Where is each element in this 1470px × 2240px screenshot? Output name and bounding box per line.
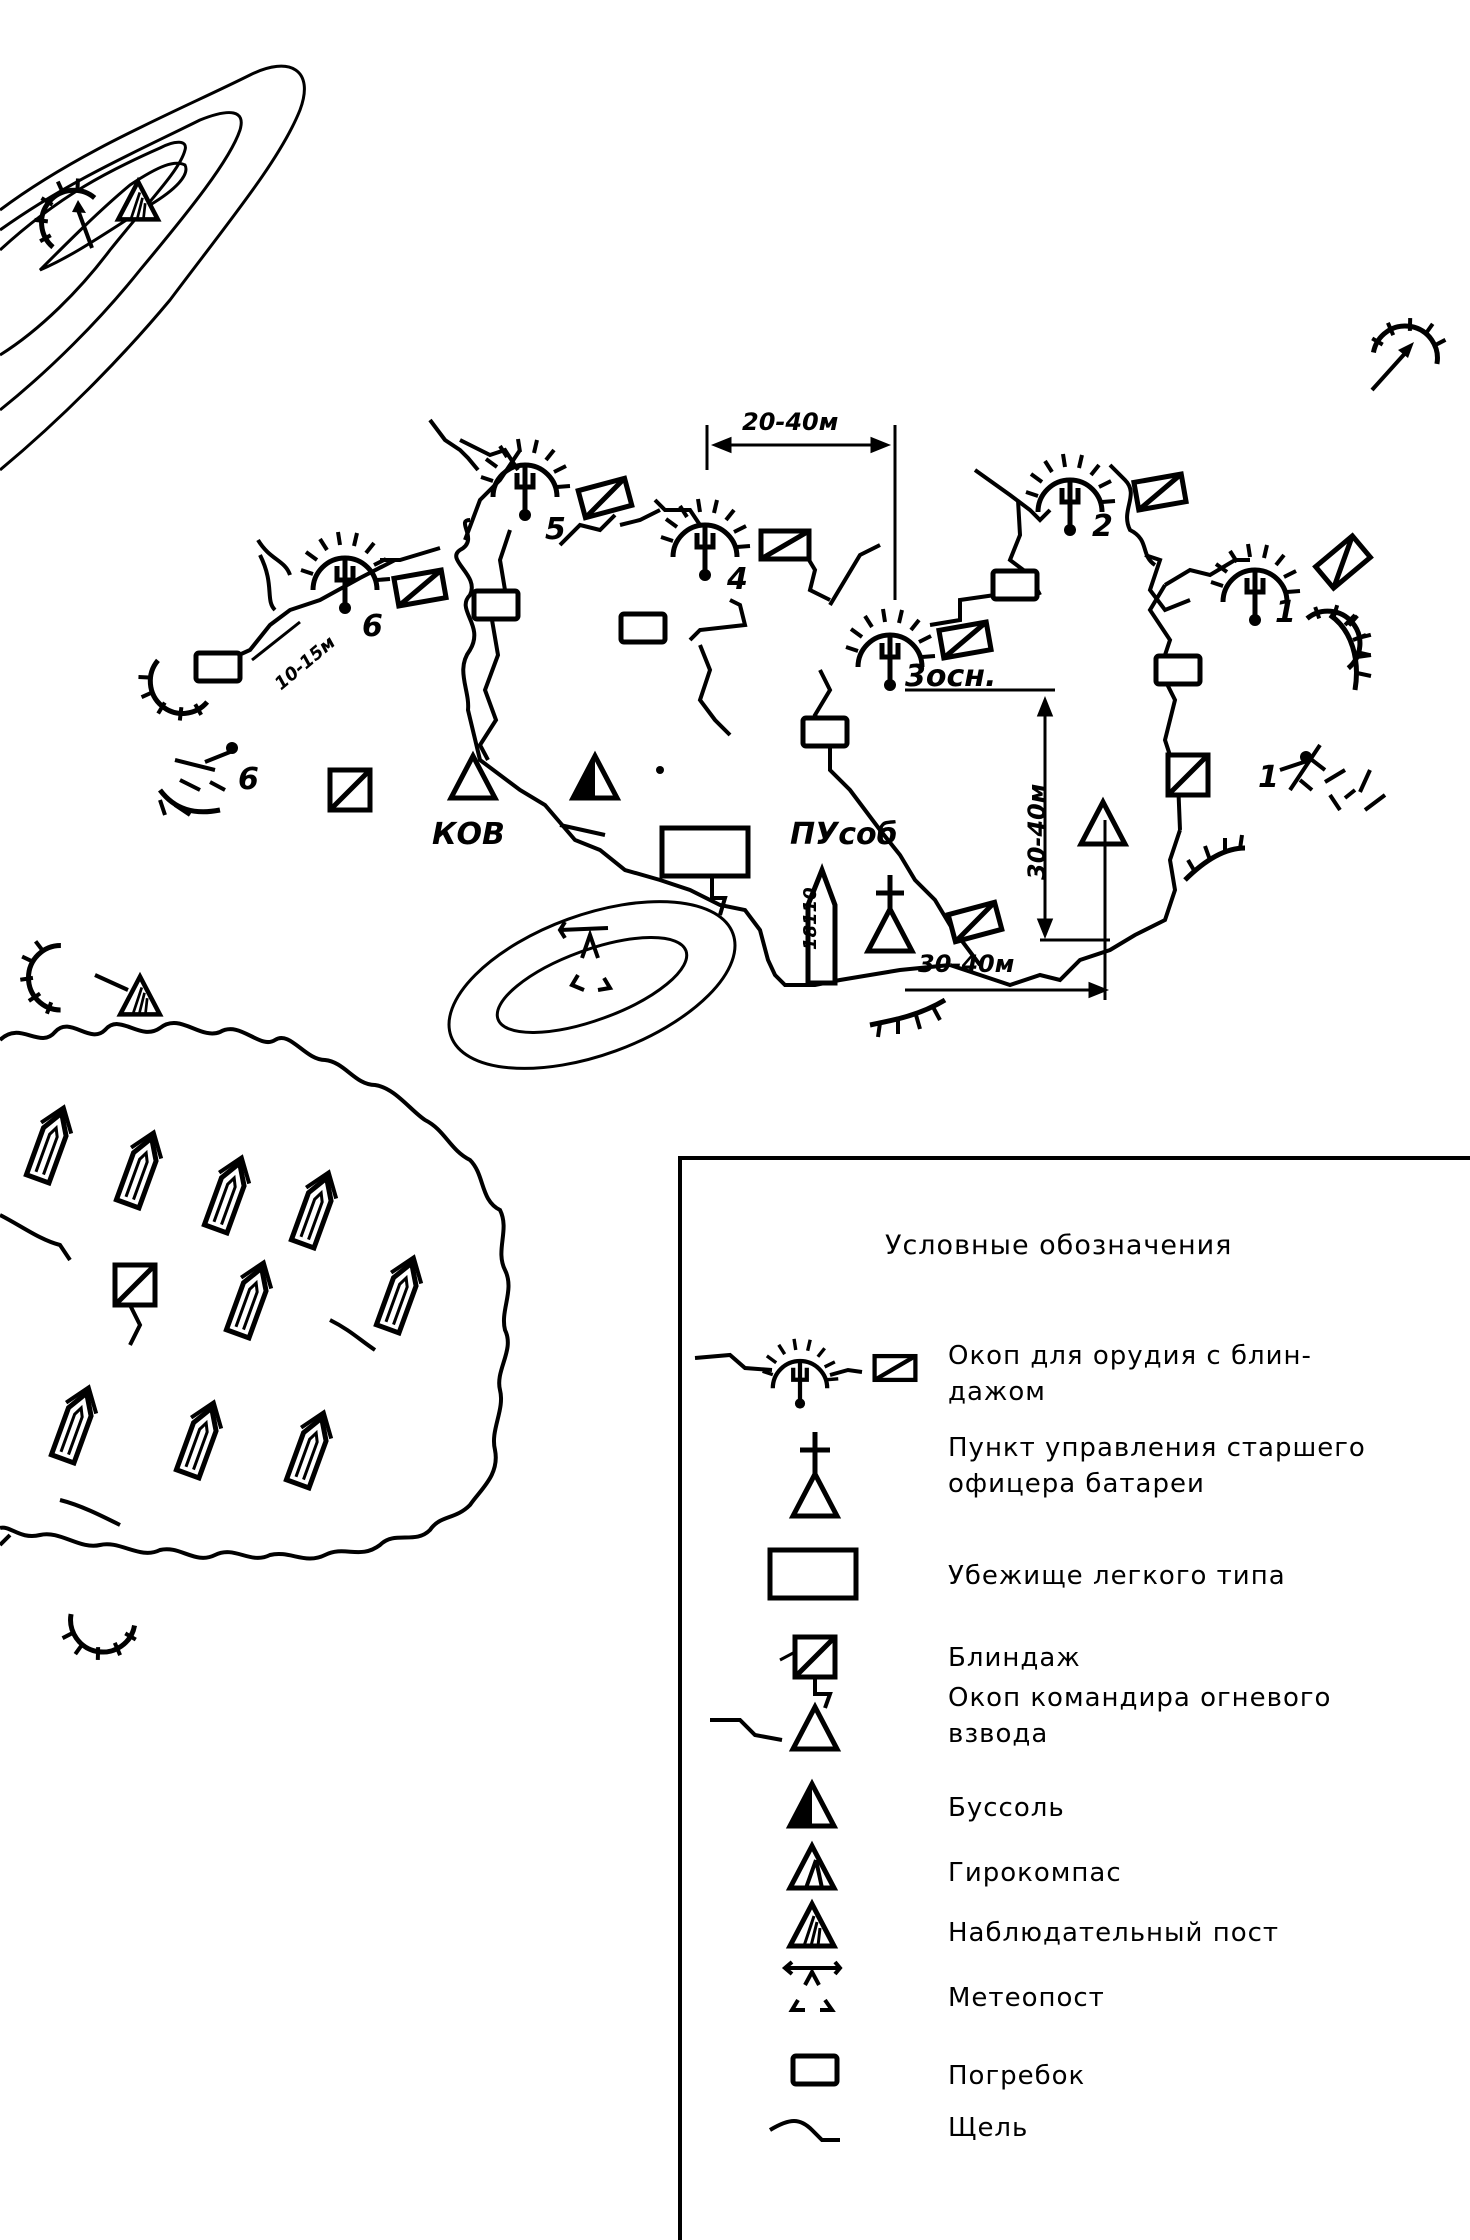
- gun-number-2: 2: [1092, 509, 1113, 544]
- light-shelter: [659, 825, 751, 916]
- legend-item-ammo-cellar: Погребок: [948, 2061, 1086, 2091]
- legend-box: [678, 1156, 1470, 2240]
- gun-number-6: 6: [362, 609, 383, 644]
- hill-contours: [0, 64, 306, 472]
- legend-item-fire-platoon-commander: Окоп командира огневого взвода: [948, 1683, 1332, 1749]
- kov-label: КОВ: [432, 817, 505, 852]
- legend-item-dugout: Блиндаж: [948, 1643, 1081, 1673]
- meteo-hill: [447, 900, 737, 1070]
- dimension-label-2: 30-40м: [1023, 783, 1051, 880]
- reserve-gun-number-6: 6: [238, 762, 259, 797]
- gun-number-5: 5: [545, 512, 566, 547]
- fire-platoon-commander-trench-icon: [710, 1707, 837, 1749]
- dimension-label-3: 30-40м: [918, 950, 1015, 978]
- slit-trench-icon: [768, 2119, 840, 2142]
- meteo-post-icon: [781, 1960, 843, 2012]
- pusob-label: ПУсоб: [790, 817, 898, 852]
- ammo-store-label: 18110: [800, 887, 821, 950]
- gun-number-3: 3осн.: [905, 659, 997, 694]
- reserve-trench-top-right: [1366, 300, 1455, 392]
- dugouts: [330, 474, 1370, 942]
- legend-item-observation-post: Наблюдательный пост: [948, 1918, 1280, 1948]
- legend-icons: [694, 1339, 915, 2142]
- hilltop-observation-post: [23, 172, 158, 251]
- gun-5: [481, 439, 570, 521]
- legend-item-gyrocompass: Гирокомпас: [948, 1858, 1122, 1888]
- legend-item-slit-trench: Щель: [948, 2113, 1029, 2143]
- gun-number-4: 4: [727, 562, 748, 597]
- forest: [0, 931, 511, 1677]
- gun-number-1: 1: [1275, 595, 1296, 630]
- dimension-label-1: 20-40м: [742, 408, 839, 436]
- gun-emplacement-icon: [694, 1339, 915, 1409]
- senior-officer-post-icon: [793, 1432, 837, 1516]
- legend-item-compass: Буссоль: [948, 1793, 1065, 1823]
- reserve-gun-number-1: 1: [1258, 760, 1279, 795]
- dugout-icon: [779, 1637, 835, 1709]
- dimension-lines: [251, 425, 1110, 1000]
- perimeter-trenches: [869, 612, 1372, 1038]
- legend-title: Условные обозначения: [885, 1230, 1233, 1261]
- command-points: [451, 756, 1125, 986]
- legend-item-gun-emplacement: Окоп для орудия с блин- дажом: [948, 1341, 1312, 1407]
- reserve-guns: [132, 598, 1387, 817]
- legend-item-senior-officer-post: Пункт управления старшего офицера батаре…: [948, 1433, 1366, 1499]
- legend-item-meteo-post: Метеопост: [948, 1983, 1105, 2013]
- gun-emplacements: [301, 439, 1300, 691]
- light-shelter-icon: [767, 1547, 859, 1601]
- legend-item-light-shelter: Убежище легкого типа: [948, 1561, 1286, 1591]
